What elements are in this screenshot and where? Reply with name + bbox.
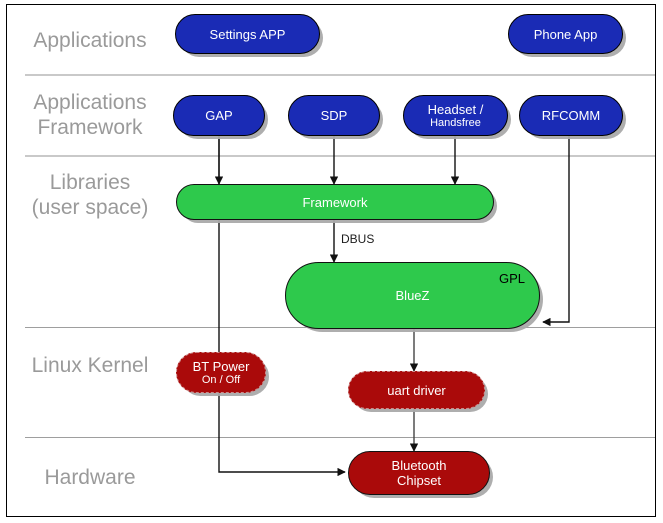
node-headset-handsfree[interactable]: Headset / Handsfree xyxy=(403,95,508,136)
node-rfcomm-label: RFCOMM xyxy=(541,108,601,123)
node-headset-handsfree-label-line2: Handsfree xyxy=(430,116,481,129)
node-settings-app-label: Settings APP xyxy=(209,26,286,42)
node-gap[interactable]: GAP xyxy=(173,95,265,136)
node-uart-driver-label: uart driver xyxy=(387,382,446,398)
layer-label-linux-kernel: Linux Kernel xyxy=(31,354,149,377)
diagram-frame xyxy=(6,4,656,517)
edge-label-dbus: DBUS xyxy=(341,232,375,246)
node-settings-app[interactable]: Settings APP xyxy=(175,14,320,54)
layer-label-applications-framework: Applications Framework xyxy=(33,91,147,139)
node-rfcomm[interactable]: RFCOMM xyxy=(519,95,623,136)
divider-applications-framework xyxy=(25,155,655,157)
divider-applications xyxy=(25,74,655,76)
node-phone-app-label: Phone App xyxy=(533,26,598,42)
node-bluez-label: BlueZ xyxy=(395,288,430,303)
node-uart-driver[interactable]: uart driver xyxy=(348,371,485,409)
layer-label-applications: Applications xyxy=(33,29,147,52)
node-bt-power-label-line1: BT Power xyxy=(192,358,250,374)
node-phone-app[interactable]: Phone App xyxy=(508,14,623,54)
layer-label-hardware: Hardware xyxy=(44,466,136,489)
node-bluez[interactable]: GPL BlueZ xyxy=(285,262,540,329)
divider-linux-kernel xyxy=(25,437,655,438)
node-bluetooth-chipset-label-line1: Bluetooth xyxy=(391,458,447,473)
node-bt-power[interactable]: BT Power On / Off xyxy=(176,352,266,393)
node-bluetooth-chipset-label-line2: Chipset xyxy=(396,473,442,488)
node-sdp-label: SDP xyxy=(320,108,348,123)
node-framework-label: Framework xyxy=(302,194,368,210)
node-gap-label: GAP xyxy=(205,108,233,123)
node-sdp[interactable]: SDP xyxy=(288,95,380,136)
node-bluetooth-chipset[interactable]: Bluetooth Chipset xyxy=(348,451,490,495)
node-framework[interactable]: Framework xyxy=(176,184,494,220)
layer-label-libraries: Libraries (user space) xyxy=(31,171,149,219)
node-headset-handsfree-label-line1: Headset / xyxy=(427,101,484,117)
node-bt-power-label-line2: On / Off xyxy=(201,373,241,386)
node-bluez-gpl-tag: GPL xyxy=(498,271,525,286)
